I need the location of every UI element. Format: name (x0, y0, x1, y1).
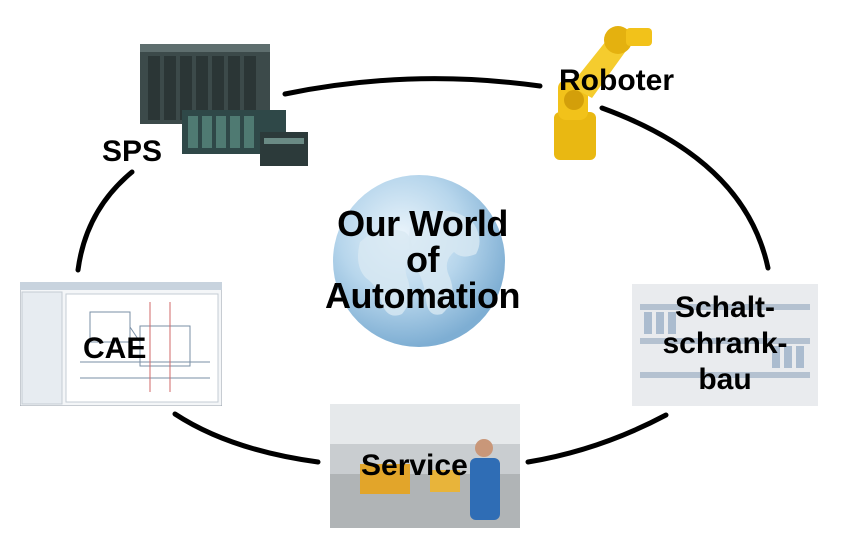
globe-icon (333, 175, 505, 347)
service-label: Service (361, 449, 468, 482)
center-title: Our World of Automation (300, 206, 545, 314)
schaltschrankbau-line3: bau (698, 363, 752, 396)
center-title-line1: Our World (337, 203, 508, 244)
arc-service-cae (172, 411, 321, 465)
arc-sps-roboter (282, 76, 543, 97)
cae-label: CAE (83, 332, 147, 365)
sps-label: SPS (102, 135, 163, 168)
factory-service-icon (330, 404, 520, 528)
arc-cae-sps (75, 169, 135, 273)
plc-hardware-icon (140, 44, 308, 166)
schaltschrankbau-label: Schalt- schrank- bau (650, 290, 800, 398)
arc-schaltschrank-service (525, 412, 669, 465)
cae-software-icon (20, 282, 222, 406)
roboter-label: Roboter (559, 64, 674, 97)
control-cabinet-icon (632, 284, 818, 406)
arc-roboter-schaltschrank (599, 105, 771, 271)
schaltschrankbau-line1: Schalt- (674, 291, 776, 324)
schaltschrankbau-line2: schrank- (662, 327, 788, 360)
industrial-robot-icon (554, 26, 652, 160)
center-title-line3: Automation (325, 275, 520, 316)
center-title-line2: of (406, 239, 439, 280)
